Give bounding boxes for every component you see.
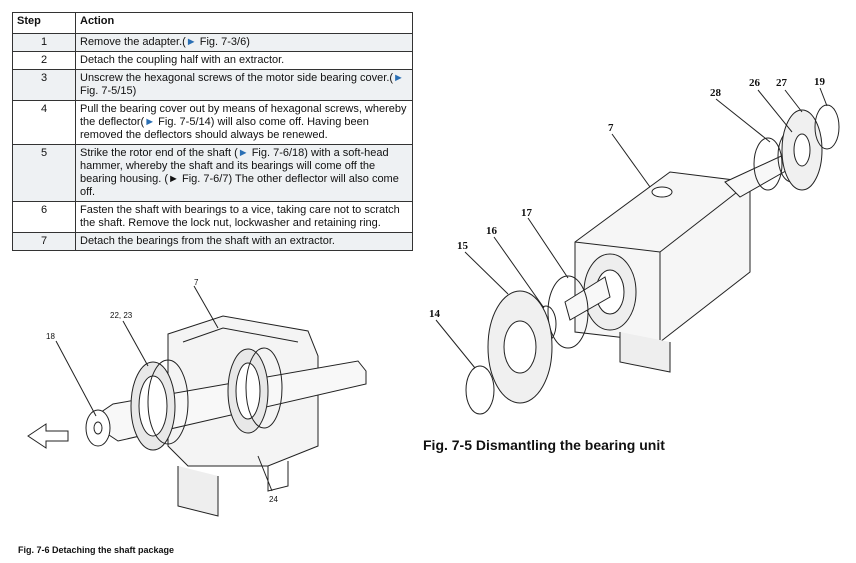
header-step: Step — [12, 12, 76, 34]
step-action: Fasten the shaft with bearings to a vice… — [75, 201, 413, 233]
fig5-label-16: 16 — [486, 225, 498, 237]
header-action: Action — [75, 12, 413, 34]
step-action: Detach the bearings from the shaft with … — [75, 232, 413, 251]
step-number: 3 — [12, 69, 76, 101]
step-action: Remove the adapter.(► Fig. 7-3/6) — [75, 33, 413, 52]
figure-7-6-drawing: 7 22, 23 18 24 — [27, 278, 367, 517]
arrow-icon: ► — [144, 116, 156, 128]
action-text: Fasten the shaft with bearings to a vice… — [80, 204, 400, 229]
fig6-label-22-23: 22, 23 — [110, 311, 133, 320]
action-text: Detach the coupling half with an extract… — [80, 54, 285, 66]
step-number: 6 — [12, 201, 76, 233]
step-action: Unscrew the hexagonal screws of the moto… — [75, 69, 413, 101]
fig5-label-14: 14 — [429, 308, 441, 320]
step-action: Strike the rotor end of the shaft (► Fig… — [75, 144, 413, 202]
fig6-label-7: 7 — [194, 278, 199, 287]
fig5-label-28: 28 — [710, 87, 722, 99]
step-number: 1 — [12, 33, 76, 52]
fig5-caption: Fig. 7-5 Dismantling the bearing unit — [423, 437, 665, 453]
action-text: Unscrew the hexagonal screws of the moto… — [80, 72, 394, 84]
fig5-label-19: 19 — [814, 76, 826, 88]
fig6-label-18: 18 — [46, 332, 55, 341]
table-header-row: Step Action — [12, 12, 413, 34]
fig5-label-17: 17 — [521, 207, 533, 219]
fig5-label-26: 26 — [749, 77, 761, 89]
fig6-caption: Fig. 7-6 Detaching the shaft package — [18, 545, 175, 555]
arrow-icon: ► — [185, 36, 197, 48]
step-number: 2 — [12, 51, 76, 70]
action-reference: Fig. 7-6/18) with a soft-head hammer, wh… — [80, 147, 399, 198]
step-action: Pull the bearing cover out by means of h… — [75, 100, 413, 145]
arrow-icon: ► — [237, 147, 249, 159]
fig5-label-15: 15 — [457, 240, 469, 252]
fig5-label-27: 27 — [776, 77, 788, 89]
action-text: Remove the adapter.( — [80, 36, 186, 48]
step-number: 4 — [12, 100, 76, 145]
fig5-label-7: 7 — [608, 122, 614, 134]
fig6-label-24: 24 — [269, 495, 278, 504]
arrow-icon: ► — [393, 72, 404, 84]
action-reference: Fig. 7-5/14) will also come off. Having … — [80, 116, 369, 141]
table-row: 2 Detach the coupling half with an extrac… — [12, 51, 413, 70]
table-row: 3 Unscrew the hexagonal screws of the mot… — [12, 69, 413, 101]
direction-arrow-icon — [27, 423, 69, 449]
action-text: Detach the bearings from the shaft with … — [80, 235, 335, 247]
action-reference: Fig. 7-5/15) — [80, 85, 137, 97]
figure-7-5-drawing: 7 28 26 27 19 17 16 15 14 — [429, 76, 840, 415]
table-row: 7 Detach the bearings from the shaft with… — [12, 232, 413, 251]
step-number: 7 — [12, 232, 76, 251]
step-action: Detach the coupling half with an extract… — [75, 51, 413, 70]
action-text: Strike the rotor end of the shaft ( — [80, 147, 238, 159]
action-text: Pull the bearing cover out by means of h… — [80, 103, 407, 128]
action-reference: Fig. 7-3/6) — [196, 36, 250, 48]
step-number: 5 — [12, 144, 76, 202]
